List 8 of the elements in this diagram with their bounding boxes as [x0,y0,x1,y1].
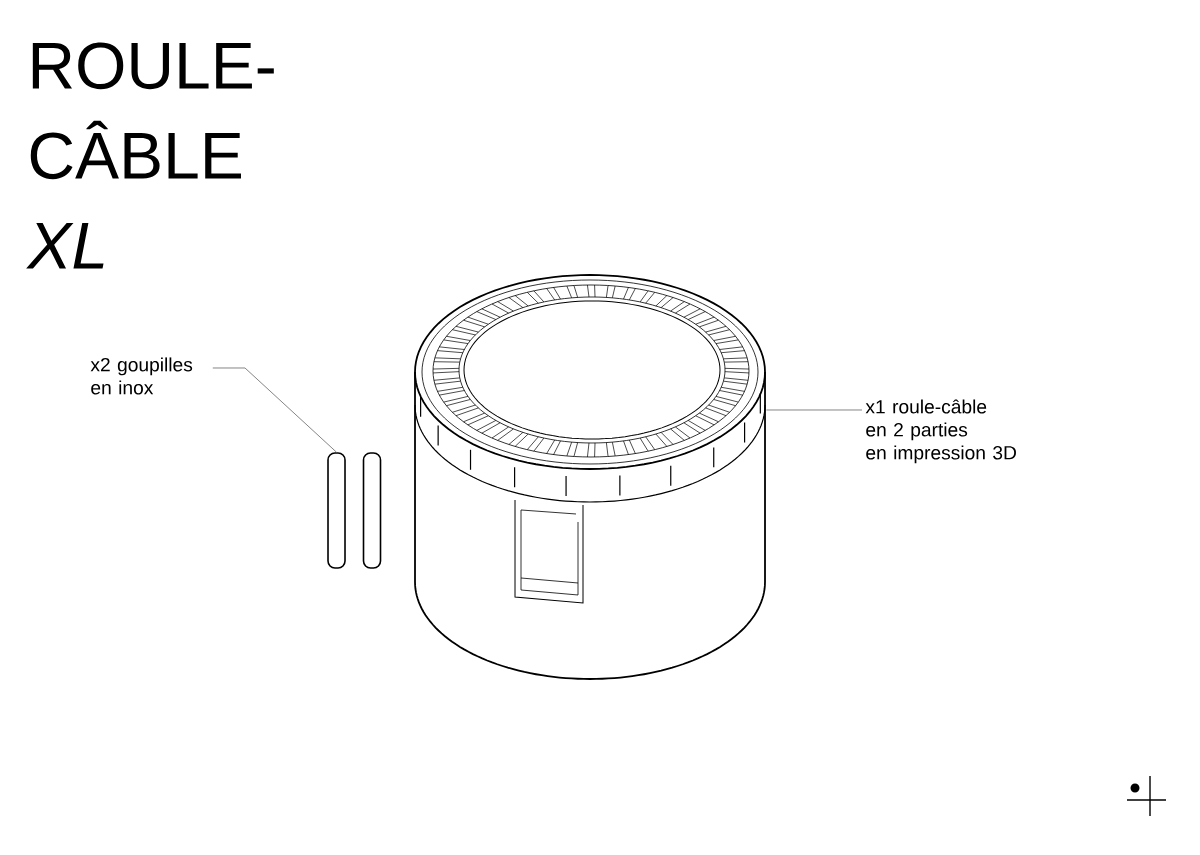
leader-line [212,367,337,453]
title: ROULE-CÂBLE XL [26,42,274,269]
callout-text: x2 goupilles en inox [90,357,193,395]
pin-drawing [327,452,346,569]
cable-reel-drawing [414,274,766,680]
callout-text: x1 roule-câble en 2 parties en impression 3D [865,399,1016,464]
leader-line [765,409,863,411]
pin-drawing [362,452,382,569]
